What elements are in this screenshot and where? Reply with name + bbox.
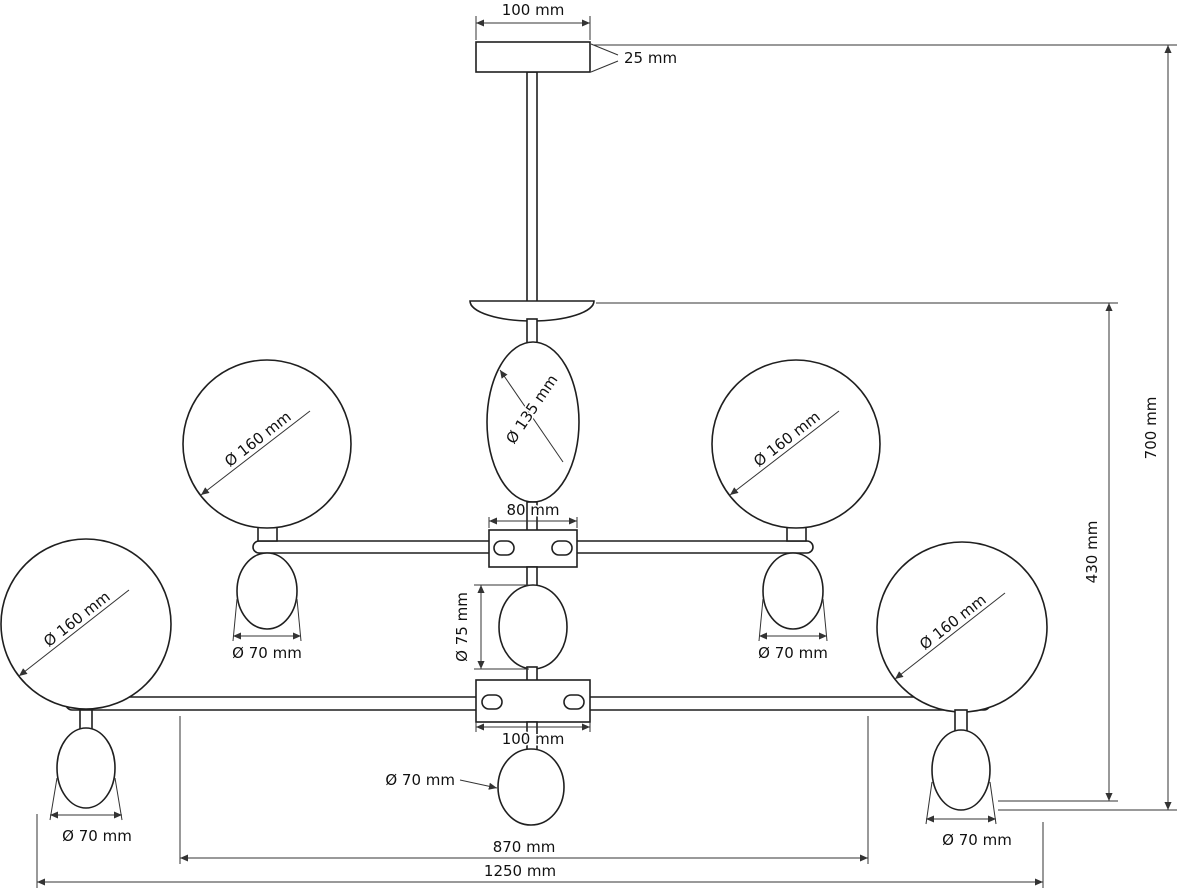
diameter-leader bbox=[459, 779, 498, 790]
label-mid-globe-diameter: Ø 75 mm bbox=[453, 592, 471, 662]
diameter-leader bbox=[18, 589, 130, 677]
extension-line bbox=[296, 598, 302, 642]
top-saucer bbox=[469, 300, 595, 322]
bottom-globe bbox=[497, 748, 565, 826]
extension-line bbox=[925, 781, 933, 825]
lower-hub-slot-left bbox=[481, 694, 503, 710]
label-total-height: 700 mm bbox=[1142, 397, 1160, 460]
extension-line bbox=[989, 781, 997, 825]
dim-upper-hub-width: 80 mm bbox=[488, 500, 578, 528]
label-upper-hub-width: 80 mm bbox=[506, 501, 559, 519]
upper-left-small-globe bbox=[236, 552, 298, 630]
extension-line bbox=[822, 598, 828, 642]
label-total-width: 1250 mm bbox=[484, 862, 556, 880]
dim-canopy-height: 25 mm bbox=[590, 43, 679, 73]
lower-hub-slot-right bbox=[563, 694, 585, 710]
dim-total-height: 700 mm bbox=[594, 44, 1177, 811]
label-upper-left-small-globe-diameter: Ø 70 mm bbox=[232, 644, 302, 662]
dim-bottom-globe: Ø 70 mm bbox=[384, 770, 498, 791]
dim-lower-right-small-globe: Ø 70 mm bbox=[925, 781, 1013, 851]
upper-hub-slot-left bbox=[493, 540, 515, 556]
lower-left-small-globe bbox=[56, 727, 116, 809]
leader-line bbox=[590, 60, 619, 73]
diameter-leader bbox=[200, 410, 311, 496]
diameter-leader bbox=[894, 592, 1006, 680]
lower-left-small-stem bbox=[79, 709, 93, 731]
lower-right-small-stem bbox=[954, 709, 968, 733]
dim-lower-left-small-globe: Ø 70 mm bbox=[49, 777, 133, 847]
extension-line bbox=[49, 777, 58, 821]
ceiling-canopy bbox=[475, 41, 591, 73]
diameter-leader bbox=[499, 369, 564, 463]
extension-line bbox=[758, 598, 764, 642]
dim-upper-right-small-globe: Ø 70 mm bbox=[757, 598, 829, 664]
upper-hub-slot-right bbox=[551, 540, 573, 556]
label-upper-span-width: 870 mm bbox=[493, 838, 556, 856]
dim-mid-globe: Ø 75 mm bbox=[452, 584, 529, 670]
mid-stem bbox=[526, 566, 538, 588]
label-upper-right-small-globe-diameter: Ø 70 mm bbox=[758, 644, 828, 662]
dim-upper-span-width: 870 mm bbox=[179, 716, 869, 864]
label-lower-left-small-globe-diameter: Ø 70 mm bbox=[62, 827, 132, 845]
label-canopy-height: 25 mm bbox=[624, 49, 677, 67]
diameter-leader bbox=[729, 410, 840, 496]
label-lower-right-small-globe-diameter: Ø 70 mm bbox=[942, 831, 1012, 849]
dim-total-width: 1250 mm bbox=[36, 814, 1044, 888]
leader-line bbox=[590, 43, 619, 56]
hanging-rod bbox=[526, 71, 538, 304]
label-lower-section-height: 430 mm bbox=[1083, 521, 1101, 584]
extension-line bbox=[232, 598, 238, 642]
dim-lower-section-height: 430 mm bbox=[596, 302, 1118, 802]
upper-right-small-globe bbox=[762, 552, 824, 630]
mid-globe bbox=[498, 584, 568, 670]
label-lower-hub-width: 100 mm bbox=[502, 730, 565, 748]
dim-canopy-width: 100 mm bbox=[475, 0, 591, 40]
label-bottom-globe-diameter: Ø 70 mm bbox=[385, 771, 455, 789]
extension-line bbox=[114, 777, 123, 821]
lower-right-small-globe bbox=[931, 729, 991, 811]
dim-upper-left-small-globe: Ø 70 mm bbox=[231, 598, 303, 664]
label-canopy-width: 100 mm bbox=[502, 1, 565, 19]
dim-lower-hub-width: 100 mm bbox=[475, 722, 591, 750]
